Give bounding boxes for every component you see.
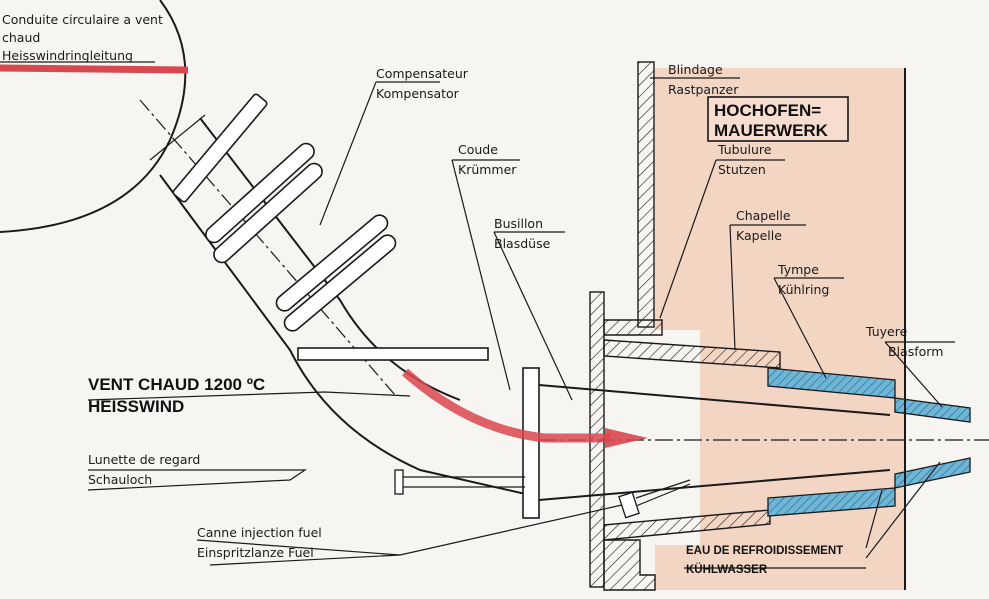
pipe-center-line <box>139 99 396 396</box>
label-kompensator: Kompensator <box>376 86 460 101</box>
label-einspritz: Einspritzlanze Fuel <box>197 545 314 560</box>
label-hochofen: HOCHOFEN= <box>714 101 821 120</box>
label-coude: Coude <box>458 142 498 157</box>
label-compensateur: Compensateur <box>376 66 469 81</box>
leader-lines <box>0 61 955 569</box>
label-chaud: chaud <box>2 30 40 45</box>
compensator <box>172 93 397 332</box>
bustle-legend-line <box>0 64 189 74</box>
blindage-plate <box>637 61 655 328</box>
hot-air-arrowhead <box>605 428 648 448</box>
blowpipe-flange <box>522 367 540 519</box>
label-vent-chaud: VENT CHAUD 1200 ºC <box>88 375 265 394</box>
label-blindage: Blindage <box>668 62 723 77</box>
label-tuyere: Tuyere <box>865 324 908 339</box>
label-tympe: Tympe <box>777 262 819 277</box>
tuyere-top <box>894 397 971 423</box>
tuyere-bottom <box>894 457 971 489</box>
label-schauloch: Schauloch <box>88 472 152 487</box>
hot-air-arrow <box>402 368 610 443</box>
fuel-lance <box>618 479 691 519</box>
label-kapelle: Kapelle <box>736 228 782 243</box>
label-kuhlwasser: KÜHLWASSER <box>686 563 768 576</box>
bustle-pipe <box>0 0 187 233</box>
masonry-area <box>655 68 905 590</box>
label-stutzen: Stutzen <box>718 162 766 177</box>
label-chapelle: Chapelle <box>736 208 791 223</box>
label-mauerwerk: MAUERWERK <box>714 121 829 140</box>
elbow-flange-plate <box>297 347 489 361</box>
label-conduite: Conduite circulaire a vent <box>2 12 163 27</box>
bustle-pipe-exit <box>149 114 206 161</box>
label-tubulure: Tubulure <box>717 142 772 157</box>
label-blasduse: Blasdüse <box>494 236 551 251</box>
downleg-pipe-inner <box>159 174 531 496</box>
label-heisswind: HEISSWIND <box>88 397 184 416</box>
label-heisswindringleitung: Heisswindringleitung <box>2 48 133 63</box>
label-krummer: Krümmer <box>458 162 517 177</box>
label-busillon: Busillon <box>494 216 543 231</box>
label-kuhlring: Kühlring <box>778 282 829 297</box>
label-blasform: Blasform <box>888 344 943 359</box>
label-eau: EAU DE REFROIDISSEMENT <box>686 545 843 557</box>
label-rastpanzer: Rastpanzer <box>668 82 739 97</box>
label-canne: Canne injection fuel <box>197 525 322 540</box>
peep-sight <box>394 469 525 495</box>
cooling-ring-bottom <box>767 487 896 517</box>
hochofen-box <box>707 96 849 142</box>
label-lunette: Lunette de regard <box>88 452 200 467</box>
